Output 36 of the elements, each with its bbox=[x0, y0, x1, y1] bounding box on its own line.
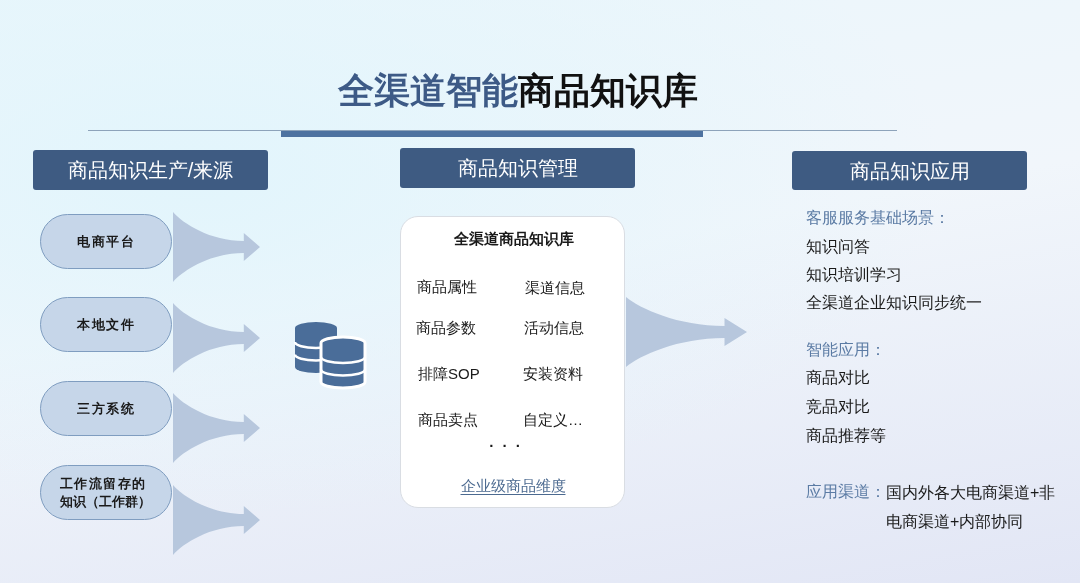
knowledge-panel bbox=[400, 216, 625, 508]
list-item: 商品对比 bbox=[806, 368, 870, 388]
arrow bbox=[173, 393, 260, 463]
list-item: 知识培训学习 bbox=[806, 265, 902, 285]
footer-link: 企业级商品维度 bbox=[460, 476, 566, 496]
section-header: 商品知识应用 bbox=[792, 151, 1027, 190]
list-item: 知识问答 bbox=[806, 237, 870, 257]
paragraph: 国内外各大电商渠道+非电商渠道+内部协同 bbox=[886, 482, 1057, 532]
arrow bbox=[173, 485, 260, 555]
section-subheading: 智能应用： bbox=[806, 340, 886, 360]
list-item: 商品属性 bbox=[417, 277, 477, 297]
list-item: 渠道信息 bbox=[525, 278, 585, 298]
ellipsis: · · · bbox=[489, 436, 523, 456]
panel-heading: 全渠道商品知识库 bbox=[454, 229, 574, 249]
list-item: 自定义… bbox=[523, 410, 583, 430]
list-item: 商品推荐等 bbox=[806, 426, 886, 446]
section-header: 商品知识管理 bbox=[400, 148, 635, 188]
arrow bbox=[626, 297, 747, 367]
list-item: 商品参数 bbox=[416, 318, 476, 338]
source-pill: 本地文件 bbox=[40, 297, 172, 352]
section-header: 商品知识生产/来源 bbox=[33, 150, 268, 190]
section-subheading: 应用渠道： bbox=[806, 482, 886, 502]
source-pill: 三方系统 bbox=[40, 381, 172, 436]
arrow bbox=[173, 212, 260, 282]
list-item: 安装资料 bbox=[523, 364, 583, 384]
source-pill: 电商平台 bbox=[40, 214, 172, 269]
database-icon bbox=[294, 320, 367, 390]
arrow bbox=[173, 303, 260, 373]
source-pill: 工作流留存的知识（工作群） bbox=[40, 465, 172, 520]
list-item: 商品卖点 bbox=[418, 410, 478, 430]
list-item: 排障SOP bbox=[418, 364, 480, 384]
list-item: 活动信息 bbox=[524, 318, 584, 338]
list-item: 竞品对比 bbox=[806, 397, 870, 417]
section-subheading: 客服服务基础场景： bbox=[806, 208, 950, 228]
title: 全渠道智能商品知识库 bbox=[338, 69, 698, 113]
list-item: 全渠道企业知识同步统一 bbox=[806, 293, 982, 313]
